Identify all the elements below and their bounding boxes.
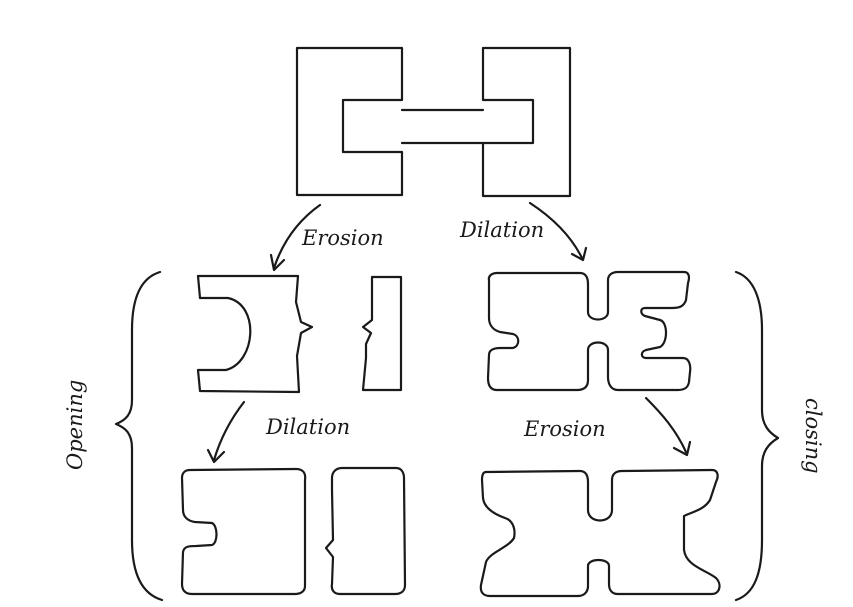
label-closing: closing [801,398,825,474]
dilated-shape [486,270,692,392]
label-opening: Opening [63,380,87,470]
label-dilation-top: Dilation [459,218,544,242]
opening-left-piece [180,467,307,596]
closing-brace [734,270,780,602]
original-h-shape [295,46,572,198]
arrow-dilation-bottom [206,400,246,464]
opening-brace [114,270,164,602]
label-dilation-bottom: Dilation [265,415,350,439]
label-erosion-bottom: Erosion [523,417,606,441]
label-erosion-top: Erosion [301,226,384,250]
arrow-dilation-top [528,201,588,262]
eroded-left-piece [196,274,314,394]
closing-shape [479,468,721,598]
opening-right-bar [324,466,407,596]
eroded-right-bar [361,275,403,392]
arrow-erosion-bottom [644,396,692,457]
arrow-erosion-top [269,203,322,272]
